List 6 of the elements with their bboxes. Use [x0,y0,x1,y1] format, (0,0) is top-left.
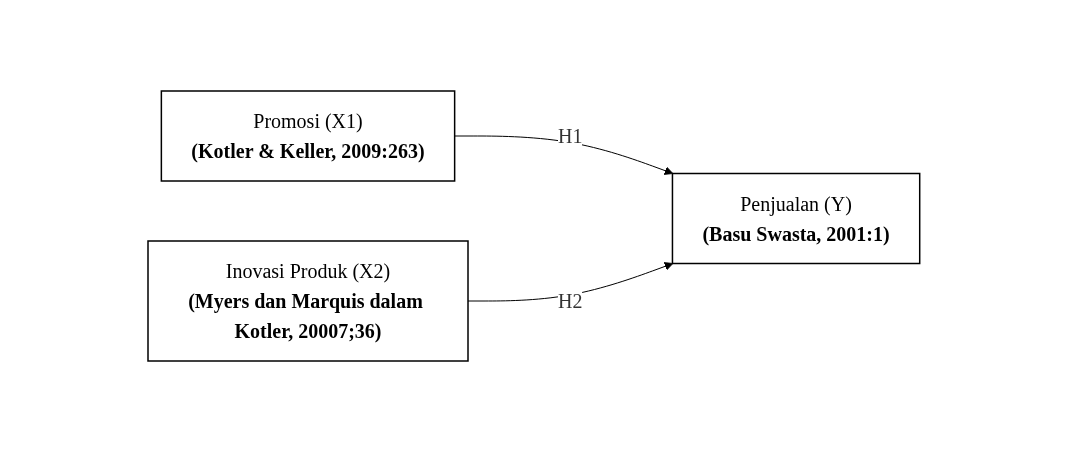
edge-label: H2 [557,290,583,312]
node-box: Penjualan (Y) (Basu Swasta, 2001:1) [671,172,921,265]
arrow [467,262,673,302]
node-box: Inovasi Produk (X2) (Myers dan Marquis dalam Kotler, 20007;36) [146,240,469,362]
edge-label: H1 [557,125,583,147]
node-box: Promosi (X1) (Kotler & Keller, 2009:263) [160,90,456,182]
